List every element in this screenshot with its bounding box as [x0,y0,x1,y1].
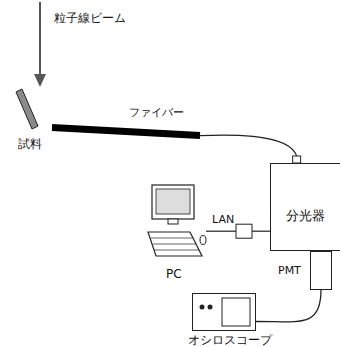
pc-node: PC [146,182,214,282]
connector [206,224,270,238]
pmt-tube [310,251,332,290]
connector [256,290,321,322]
edge-label: ファイバー [128,107,185,119]
sample-plate [14,88,40,132]
fiber-connector [293,156,301,163]
node-label: 試料 [18,138,42,151]
beam-line [39,2,41,76]
pmt-node: PMT [278,251,336,293]
signal-cable [256,290,321,322]
spectrometer-box: 分光器 [270,163,340,251]
oscilloscope-node: オシロスコープ [186,292,282,347]
oscilloscope-icon [192,293,256,331]
lan-cable [206,231,236,232]
edge-label: LAN [211,214,235,226]
node-label: PC [166,268,182,281]
fiber-line [200,135,297,156]
node-label: PMT [278,265,301,277]
fiber-bundle [52,128,200,136]
beam-arrowhead [34,74,46,87]
lan-hub [236,224,252,238]
pc-icon [146,182,208,264]
node-label: 分光器 [286,209,325,223]
sample-node: 試料 [10,86,52,158]
lan-cable [252,231,270,232]
node-label: オシロスコープ [188,334,272,347]
connector [52,128,301,163]
beam-label: 粒子線ビーム [54,12,126,25]
